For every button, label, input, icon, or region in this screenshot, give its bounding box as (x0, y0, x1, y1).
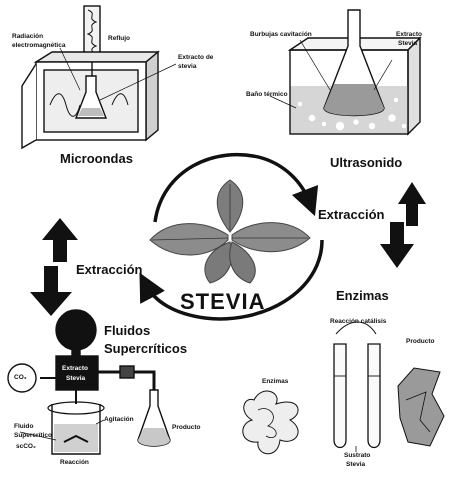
label-thermal-bath: Baño térmico (246, 91, 288, 98)
label-catalytic-reaction: Reacción catálisis (330, 318, 387, 325)
label-bubbles: Burbujas cavitación (250, 31, 312, 38)
label-reflux: Reflujo (108, 35, 131, 42)
arrow-up-right (398, 182, 426, 226)
side-arrows (30, 182, 426, 316)
label-fluid-line2: Supercrítico (14, 432, 52, 439)
label-substrate-line1: Sustrato (344, 452, 371, 459)
cycle-arrows (139, 152, 324, 321)
supercritical-title-line2: Supercríticos (104, 341, 188, 356)
label-box-extract: Extracto (62, 365, 89, 372)
label-extract-stevia-line2: stevia (178, 63, 197, 70)
arrow-down-right (380, 222, 414, 268)
label-extract-stevia-line1: Extracto de (178, 54, 214, 61)
label-agitation: Agitación (104, 416, 134, 423)
label-sc-product: Producto (172, 424, 201, 431)
arrow-up-left (42, 218, 78, 262)
label-radiation: Radiación (12, 33, 44, 40)
label-fluid-line1: Fluido (14, 423, 34, 430)
label-reaction: Reacción (60, 459, 89, 466)
enzymes-illustration (242, 321, 445, 455)
microwave-title: Microondas (60, 151, 133, 166)
label-ultra-extract-line1: Extracto (396, 31, 423, 38)
enzymes-title: Enzimas (336, 288, 389, 303)
label-extraction-right: Extracción (318, 207, 385, 222)
label-enzyme-product: Producto (406, 338, 435, 345)
label-box-stevia: Stevia (66, 375, 86, 382)
ultrasound-title: Ultrasonido (330, 155, 403, 170)
stevia-leaves-image (149, 179, 311, 284)
ultrasound-illustration (269, 9, 422, 136)
cycle-arrow-bottom (139, 239, 324, 321)
label-enzymes: Enzimas (262, 378, 289, 385)
label-ultra-extract-line2: Stevia (398, 40, 418, 47)
label-fluid-line3: scCO₂ (16, 443, 36, 450)
microwave-illustration (21, 5, 177, 150)
arrow-down-left (30, 266, 72, 316)
cycle-arrow-top (153, 152, 319, 223)
supercritical-title-line1: Fluidos (104, 323, 151, 338)
supercritical-illustration (7, 309, 171, 455)
label-substrate-line2: Stevia (346, 461, 366, 468)
label-electromagnetic: electromagnética (12, 42, 66, 49)
label-extraction-left: Extracción (76, 262, 143, 277)
center-title-stevia: STEVIA (180, 289, 266, 314)
label-co2: CO₂ (14, 374, 27, 381)
